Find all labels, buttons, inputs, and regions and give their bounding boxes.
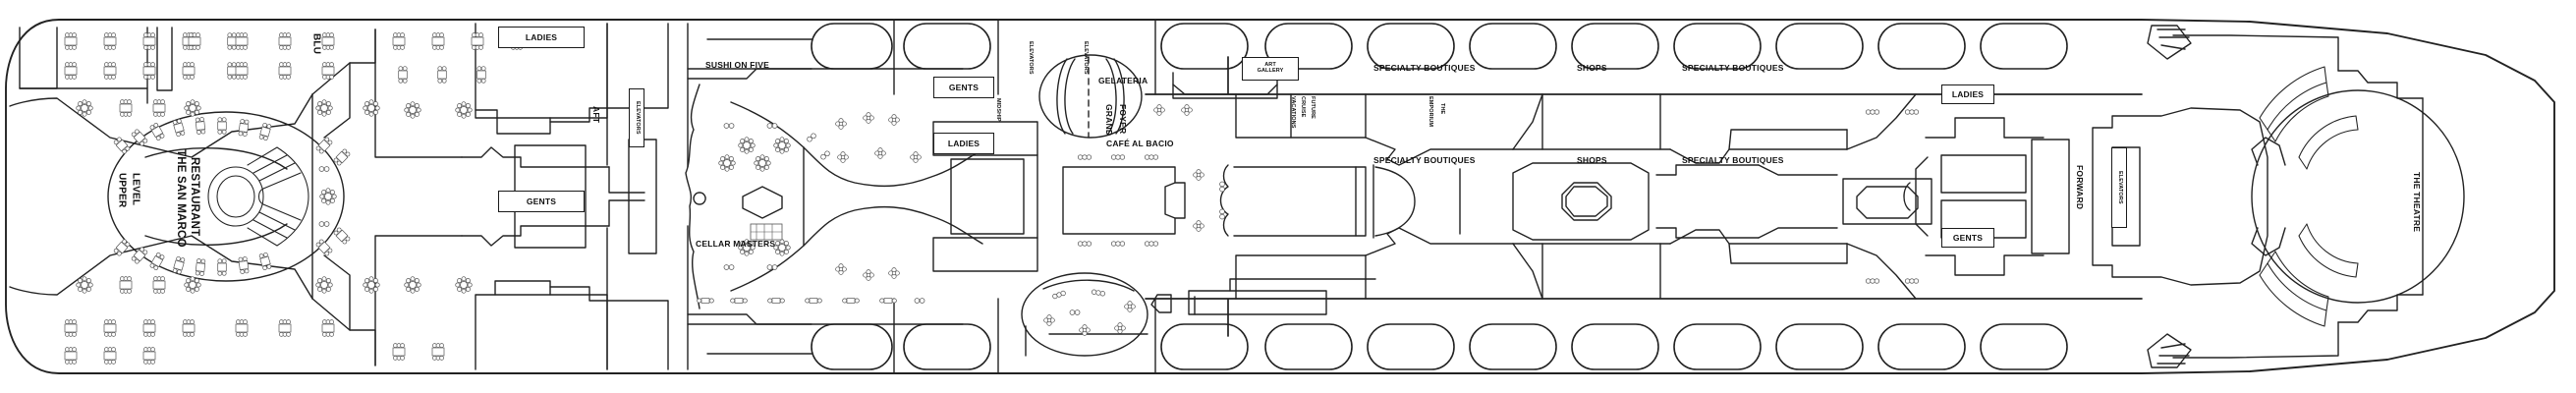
- label-specialty-boutiques-top-2: SPECIALTY BOUTIQUES: [1682, 64, 1784, 73]
- label-ladies-midship: LADIES: [933, 133, 994, 154]
- forward-text: FORWARD: [2074, 165, 2085, 210]
- label-cellar-masters: CELLAR MASTERS: [696, 240, 775, 249]
- the-emporium-line-1: THE: [1438, 103, 1445, 115]
- label-the-emporium-2: EMPORIUM: [1427, 96, 1433, 128]
- label-gelateria: GELATERIA: [1098, 77, 1148, 85]
- label-specialty-boutiques-top-1: SPECIALTY BOUTIQUES: [1373, 64, 1476, 73]
- san-marco-line-2: RESTAURANT: [189, 157, 201, 237]
- label-forward-stairwell: FORWARD: [2074, 165, 2085, 210]
- upper-level-line-1: UPPER: [116, 173, 128, 208]
- label-aft-stairwell: AFT: [590, 106, 601, 124]
- label-ladies-aft: LADIES: [498, 27, 585, 48]
- label-gents-aft: GENTS: [498, 191, 585, 212]
- label-specialty-boutiques-bottom-1: SPECIALTY BOUTIQUES: [1373, 156, 1476, 165]
- label-future-cruise-2: CRUISE: [1299, 96, 1306, 118]
- label-shops-bottom: SHOPS: [1577, 156, 1607, 165]
- label-the-theatre: THE THEATRE: [2411, 172, 2422, 233]
- gents-mid-text: GENTS: [948, 82, 980, 92]
- elevators-mid-right-text: ELEVATORS: [1082, 41, 1089, 75]
- aft-text: AFT: [590, 106, 601, 124]
- blu-text: BLU: [310, 33, 322, 55]
- label-art-gallery: ART GALLERY: [1242, 57, 1299, 81]
- future-cruise-line-3: VACATIONS: [1289, 96, 1296, 129]
- ladies-mid-text: LADIES: [947, 138, 980, 148]
- san-marco-line-1: THE SAN MARCO: [175, 149, 188, 248]
- art-gallery-line-2: GALLERY: [1257, 68, 1284, 74]
- label-specialty-boutiques-bottom-2: SPECIALTY BOUTIQUES: [1682, 156, 1784, 165]
- label-gents-forward: GENTS: [1941, 228, 1994, 248]
- the-theatre-text: THE THEATRE: [2411, 172, 2422, 233]
- grand-foyer-line-1: GRAND: [1103, 104, 1114, 137]
- specialty-boutiques-top-1-text: SPECIALTY BOUTIQUES: [1373, 63, 1476, 73]
- label-the-san-marco-restaurant: THE SAN MARCO: [175, 149, 187, 248]
- label-sushi-on-five: SUSHI ON FIVE: [705, 61, 769, 70]
- gelateria-text: GELATERIA: [1098, 76, 1148, 85]
- specialty-boutiques-top-2-text: SPECIALTY BOUTIQUES: [1682, 63, 1784, 73]
- shops-top-text: SHOPS: [1577, 63, 1607, 73]
- the-emporium-line-2: EMPORIUM: [1427, 96, 1433, 128]
- future-cruise-line-2: CRUISE: [1299, 96, 1306, 118]
- art-gallery-line-1: ART: [1264, 62, 1276, 69]
- label-gents-midship: GENTS: [933, 77, 994, 98]
- shops-bot-text: SHOPS: [1577, 155, 1607, 165]
- elevators-fwd-text: ELEVATORS: [2116, 171, 2123, 204]
- label-upper-level-1: UPPER: [116, 173, 128, 208]
- label-elevators-forward: ELEVATORS: [2111, 147, 2127, 228]
- specialty-boutiques-bot-1-text: SPECIALTY BOUTIQUES: [1373, 155, 1476, 165]
- label-elevators-aft: ELEVATORS: [629, 88, 644, 147]
- label-shops-top: SHOPS: [1577, 64, 1607, 73]
- grand-foyer-line-2: FOYER: [1117, 104, 1128, 135]
- upper-level-line-2: LEVEL: [130, 173, 141, 206]
- label-elevators-midship-right: ELEVATORS: [1082, 41, 1089, 75]
- ladies-aft-text: LADIES: [525, 31, 558, 42]
- label-grand-foyer-1: GRAND: [1103, 104, 1114, 137]
- future-cruise-line-1: FUTURE: [1309, 96, 1316, 119]
- label-upper-level-2: LEVEL: [130, 173, 141, 206]
- sushi-on-five-text: SUSHI ON FIVE: [705, 60, 769, 70]
- gents-aft-text: GENTS: [526, 196, 557, 206]
- midship-text: MIDSHIP: [994, 98, 1001, 122]
- cafe-al-bacio-text: CAFÉ AL BACIO: [1106, 139, 1174, 148]
- label-future-cruise-3: VACATIONS: [1289, 96, 1296, 129]
- label-cafe-al-bacio: CAFÉ AL BACIO: [1106, 140, 1174, 148]
- label-midship-stairwell: MIDSHIP: [994, 98, 1001, 122]
- ladies-fwd-text: LADIES: [1951, 88, 1985, 99]
- label-grand-foyer-2: FOYER: [1117, 104, 1128, 135]
- cellar-masters-text: CELLAR MASTERS: [696, 239, 776, 249]
- label-future-cruise-1: FUTURE: [1309, 96, 1316, 119]
- label-blu: BLU: [310, 33, 322, 55]
- label-the-emporium-1: THE: [1438, 103, 1445, 115]
- elevators-aft-text: ELEVATORS: [634, 101, 641, 135]
- label-the-san-marco-restaurant-2: RESTAURANT: [189, 157, 200, 236]
- label-elevators-midship-left: ELEVATORS: [1027, 41, 1034, 75]
- label-ladies-forward: LADIES: [1941, 84, 1994, 104]
- elevators-mid-left-text: ELEVATORS: [1027, 41, 1034, 75]
- specialty-boutiques-bot-2-text: SPECIALTY BOUTIQUES: [1682, 155, 1784, 165]
- gents-fwd-text: GENTS: [1952, 232, 1984, 243]
